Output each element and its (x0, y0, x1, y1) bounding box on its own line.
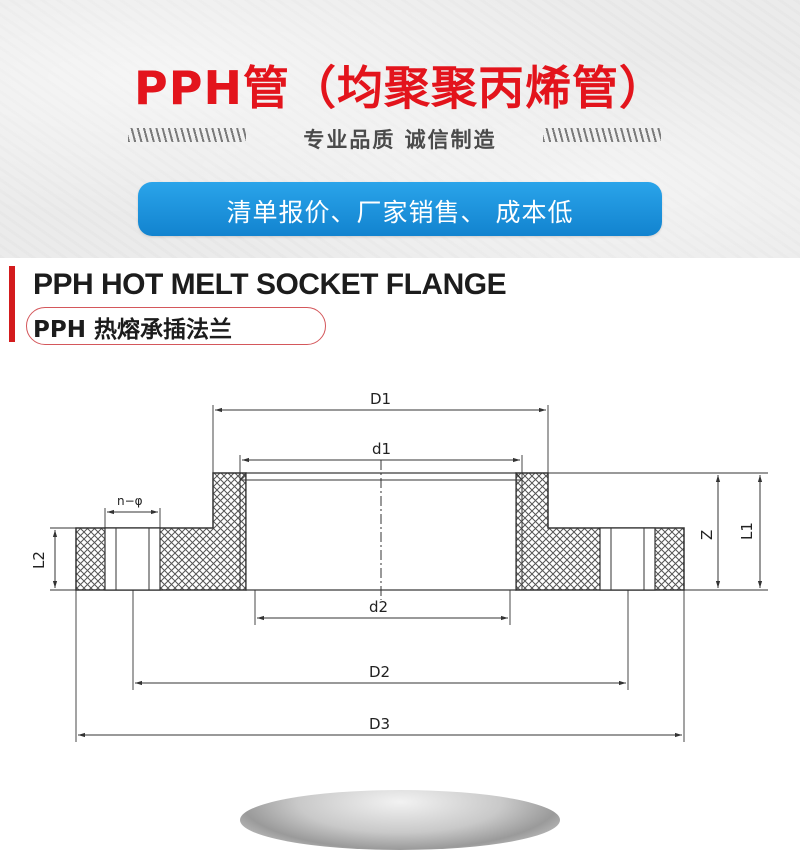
flange-technical-drawing: D1 d1 n−φ L2 Z L1 d2 D2 D3 (30, 390, 768, 742)
decorative-hatch-left (128, 128, 246, 142)
label-Z: Z (698, 530, 716, 540)
banner-title: PPH管（均聚聚丙烯管） (134, 61, 666, 115)
label-L1: L1 (738, 522, 756, 540)
bolt-hole-right (599, 527, 656, 591)
banner: PPH管（均聚聚丙烯管） 专业品质 诚信制造 清单报价、厂家销售、 成本低 (0, 0, 800, 258)
label-D3: D3 (369, 715, 390, 733)
section-accent-bar (9, 266, 15, 342)
section-title-en: PPH HOT MELT SOCKET FLANGE (33, 268, 507, 301)
product-photo-partial (240, 790, 560, 850)
banner-subtitle: 专业品质 诚信制造 (303, 128, 497, 152)
section-title-cn: PPH 热熔承插法兰 (33, 317, 232, 343)
label-D1: D1 (370, 390, 391, 408)
promo-pill: 清单报价、厂家销售、 成本低 (138, 182, 662, 236)
label-d1: d1 (372, 440, 391, 458)
promo-pill-text: 清单报价、厂家销售、 成本低 (226, 198, 574, 227)
label-D2: D2 (369, 663, 390, 681)
section-title-cn-outline (26, 307, 326, 345)
bolt-hole-left (104, 527, 161, 591)
label-n-phi: n−φ (117, 494, 143, 508)
flange-section-left (75, 472, 247, 591)
label-d2: d2 (369, 598, 388, 616)
decorative-hatch-right (543, 128, 661, 142)
label-L2: L2 (30, 551, 48, 569)
